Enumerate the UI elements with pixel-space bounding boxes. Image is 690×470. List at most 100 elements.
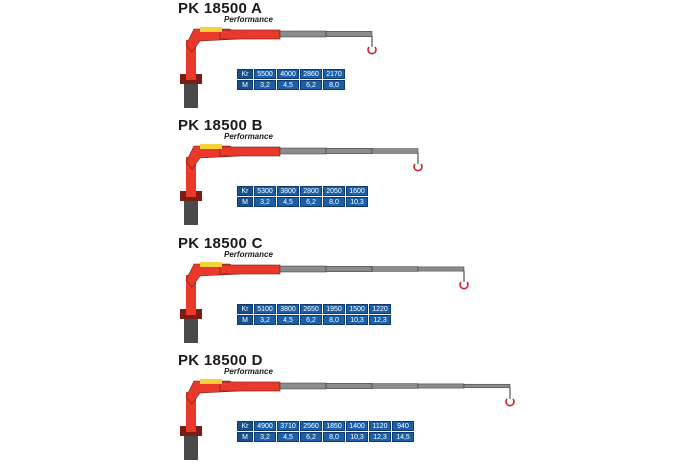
m-value: 6,2 [300,432,322,442]
kr-value: 2560 [300,421,322,431]
kr-value: 940 [392,421,414,431]
outer-boom [219,264,281,275]
m-value: 4,5 [277,197,299,207]
kr-value: 1950 [323,304,345,314]
boom-extension [417,383,465,389]
kr-value: 1120 [369,421,391,431]
outer-boom [219,381,281,392]
m-value: 6,2 [300,80,322,90]
m-label: M [237,197,253,207]
crane-illustration [180,27,377,108]
model-subtitle: Performance [224,367,273,376]
m-value: 6,2 [300,197,322,207]
hook-icon [459,281,469,290]
m-label: M [237,315,253,325]
boom-extension [463,383,511,389]
boom-extension [371,148,419,154]
boom-extension [325,266,373,272]
m-label: M [237,80,253,90]
m-value: 10,3 [346,197,368,207]
m-label: M [237,432,253,442]
crane-base [184,430,198,460]
m-value: 8,0 [323,432,345,442]
m-value: 3,2 [254,315,276,325]
kr-value: 2050 [323,186,345,196]
m-value: 4,5 [277,432,299,442]
crane-column [186,392,196,432]
crane-base [184,313,198,343]
hook-icon [367,46,377,55]
m-value: 10,3 [346,315,368,325]
boom-label [200,379,222,384]
m-value: 3,2 [254,197,276,207]
outer-boom [219,29,281,40]
model-title: PK 18500 B [178,117,263,134]
crane-column [186,157,196,197]
m-value: 4,5 [277,80,299,90]
m-value: 8,0 [323,80,345,90]
boom-extension [325,383,373,389]
boom-extension [371,266,419,272]
boom-extension [279,265,327,273]
crane-illustration [180,379,515,460]
crane-illustration [180,262,469,343]
model-subtitle: Performance [224,132,273,141]
crane-column [186,40,196,80]
boom-label [200,262,222,267]
boom-extension [417,266,465,272]
kr-value: 5300 [254,186,276,196]
m-value: 3,2 [254,432,276,442]
hook-icon [505,398,515,407]
boom-extension [371,383,419,389]
m-value: 12,3 [369,432,391,442]
m-value: 4,5 [277,315,299,325]
kr-value: 2860 [300,69,322,79]
kr-label: Kr [237,421,253,431]
model-title: PK 18500 C [178,235,263,252]
kr-value: 4000 [277,69,299,79]
kr-value: 2650 [300,304,322,314]
kr-value: 1500 [346,304,368,314]
kr-value: 1850 [323,421,345,431]
kr-label: Kr [237,304,253,314]
kr-value: 2170 [323,69,345,79]
crane-base [184,195,198,225]
model-subtitle: Performance [224,15,273,24]
boom-label [200,27,222,32]
m-value: 10,3 [346,432,368,442]
model-title: PK 18500 D [178,352,263,369]
boom-label [200,144,222,149]
m-value: 8,0 [323,315,345,325]
m-value: 8,0 [323,197,345,207]
crane-column [186,275,196,315]
kr-value: 2800 [300,186,322,196]
crane-illustration [180,144,423,225]
m-value: 6,2 [300,315,322,325]
crane-base [184,78,198,108]
kr-value: 3800 [277,304,299,314]
model-title: PK 18500 A [178,0,263,17]
model-subtitle: Performance [224,250,273,259]
m-value: 3,2 [254,80,276,90]
hook-icon [413,163,423,172]
boom-extension [279,382,327,390]
outer-boom [219,146,281,157]
kr-value: 1400 [346,421,368,431]
kr-value: 3710 [277,421,299,431]
kr-value: 1220 [369,304,391,314]
m-value: 14,5 [392,432,414,442]
boom-extension [325,148,373,154]
m-value: 12,3 [369,315,391,325]
